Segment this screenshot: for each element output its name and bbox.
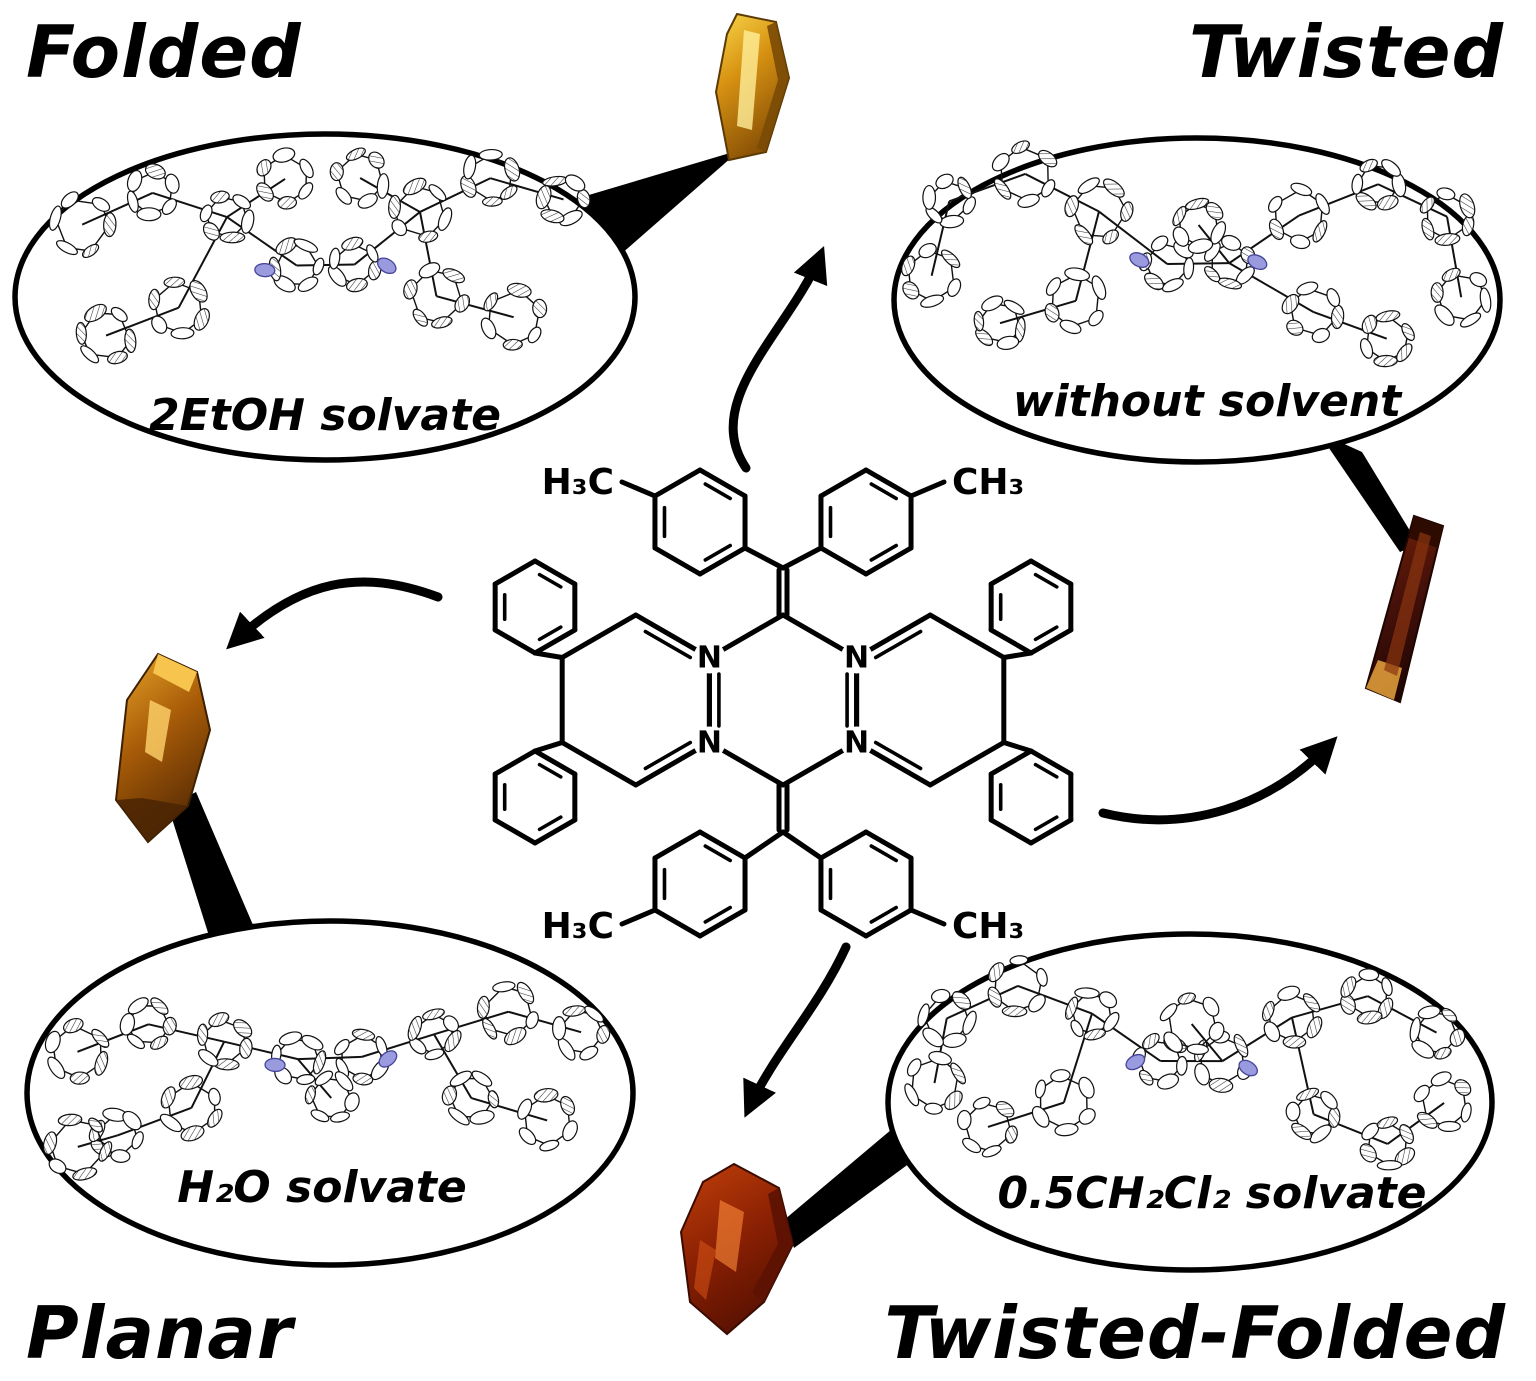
crystal-edge-shadow (752, 1188, 793, 1302)
structure-ellipses (12, 131, 1503, 1273)
methyl-label-top-left: H₃C (542, 462, 614, 503)
callout-wedge-planar (168, 792, 262, 958)
crystal-highlight (737, 30, 760, 130)
arrow-to-twisted-crystal (728, 245, 828, 473)
ortep-drawing-planar (42, 981, 611, 1181)
caption-folded: 2EtOH solvate (149, 390, 501, 441)
arrow-to-twisted-folded (743, 942, 851, 1118)
callout-wedge-twisted-folded (784, 1124, 914, 1248)
crystal-tip-shadow (1409, 516, 1443, 548)
transition-arrows (226, 245, 1338, 1118)
caption-planar: H₂O solvate (177, 1162, 467, 1213)
arrow-to-planar-crystal (226, 577, 443, 650)
crystal-edge-shadow (757, 22, 789, 152)
label-folded: Folded (26, 10, 302, 94)
crystal-photos (114, 12, 1445, 1336)
ellipse-folded (12, 131, 638, 463)
ellipse-twisted-folded (885, 931, 1495, 1273)
crystal-highlight (145, 700, 171, 762)
label-twisted: Twisted (1188, 10, 1504, 94)
crystal-tip-highlight (153, 654, 197, 692)
ortep-drawing-twisted (901, 140, 1492, 368)
arrow-to-twisted-ellipse (1098, 736, 1338, 825)
label-twisted-folded: Twisted-Folded (884, 1291, 1506, 1375)
ellipse-twisted (891, 135, 1503, 465)
crystal-photo-amber (114, 652, 212, 844)
caption-twisted: without solvent (1012, 376, 1402, 427)
nitrogen-label: N (697, 726, 722, 761)
nitrogen-label: N (697, 641, 722, 676)
crystal-photo-gold (714, 12, 791, 162)
crystal-facet (694, 1240, 716, 1300)
nitrogen-label: N (844, 726, 869, 761)
crystal-highlight (715, 1200, 744, 1272)
crystal-photo-dark-red (1364, 514, 1445, 704)
methyl-label-bottom-left: H₃C (542, 906, 614, 947)
crystal-base-shadow (116, 798, 188, 842)
caption-twisted-folded: 0.5CH₂Cl₂ solvate (997, 1168, 1427, 1219)
label-planar: Planar (26, 1291, 294, 1375)
crystal-facet (1384, 532, 1431, 676)
nitrogen-label: N (844, 641, 869, 676)
ortep-drawing-folded (48, 147, 591, 365)
methyl-label-top-right: CH₃ (952, 462, 1024, 503)
chemical-structure: N N N N H₃C CH₃ H₃C CH₃ (492, 462, 1074, 947)
methyl-label-bottom-right: CH₃ (952, 906, 1024, 947)
crystal-photo-red (679, 1162, 795, 1336)
callout-wedge-twisted (1318, 432, 1418, 552)
ortep-drawing-twisted-folded (904, 955, 1472, 1171)
